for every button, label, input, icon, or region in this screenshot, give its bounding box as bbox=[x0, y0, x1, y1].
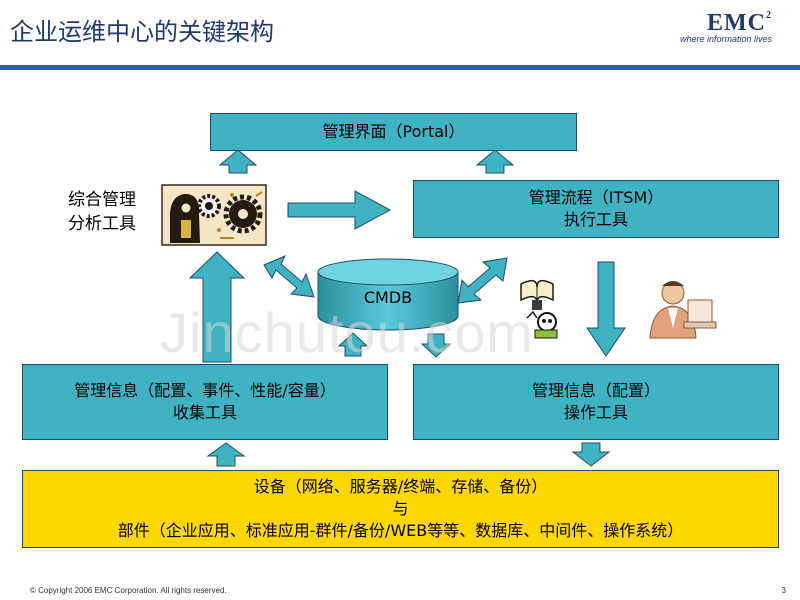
businessman-computer-icon bbox=[649, 281, 717, 339]
arrow-up-right-portal bbox=[475, 149, 515, 174]
arrow-up-left-portal bbox=[218, 149, 258, 174]
logo-superscript: 2 bbox=[766, 10, 772, 21]
reader-icon bbox=[526, 310, 558, 339]
watermark: Jinchutou.com bbox=[160, 301, 535, 364]
operate-box-line2: 操作工具 bbox=[563, 403, 628, 422]
footer-copyright: © Copyright 2006 EMC Corporation. All ri… bbox=[30, 586, 227, 595]
logo-tagline: where information lives bbox=[679, 34, 772, 44]
portal-box-label: 管理界面（Portal） bbox=[322, 122, 465, 141]
header-band bbox=[0, 65, 800, 70]
cmdb-label: CMDB bbox=[363, 288, 413, 307]
analysis-gears-icon bbox=[161, 184, 267, 246]
arrow-analysis-cmdb bbox=[263, 255, 315, 298]
page-title: 企业运维中心的关键架构 bbox=[10, 18, 274, 46]
devices-line2: 与 bbox=[392, 499, 409, 518]
collect-box-line1: 管理信息（配置、事件、性能/容量） bbox=[74, 381, 336, 400]
logo-brand: EMC bbox=[707, 10, 766, 36]
analysis-tool-label: 综合管理 分析工具 bbox=[68, 188, 136, 236]
emc-logo: EMC2 where information lives bbox=[680, 10, 772, 44]
collect-box: 管理信息（配置、事件、性能/容量） 收集工具 bbox=[22, 364, 388, 440]
itsm-box: 管理流程（ITSM） 执行工具 bbox=[413, 180, 779, 238]
arrow-cmdb-down-to-operate bbox=[420, 333, 452, 358]
cmdb-cylinder bbox=[317, 258, 459, 331]
page-number: 3 bbox=[781, 586, 786, 595]
arrow-operate-to-devices bbox=[571, 442, 611, 467]
arrow-cmdb-itsm bbox=[457, 257, 508, 304]
operate-box: 管理信息（配置） 操作工具 bbox=[413, 364, 779, 440]
arrow-collect-to-analysis bbox=[188, 251, 246, 363]
arrow-analysis-to-itsm bbox=[287, 190, 392, 230]
analysis-label-line1: 综合管理 bbox=[68, 190, 136, 210]
arrow-collect-up-to-cmdb bbox=[337, 332, 369, 357]
portal-box: 管理界面（Portal） bbox=[210, 113, 577, 151]
devices-box: 设备（网络、服务器/终端、存储、备份） 与 部件（企业应用、标准应用-群件/备份… bbox=[22, 470, 779, 548]
collect-box-line2: 收集工具 bbox=[172, 403, 237, 422]
book-icon bbox=[520, 279, 554, 310]
devices-line3: 部件（企业应用、标准应用-群件/备份/WEB等等、数据库、中间件、操作系统） bbox=[117, 521, 684, 540]
devices-line1: 设备（网络、服务器/终端、存储、备份） bbox=[253, 477, 548, 496]
analysis-label-line2: 分析工具 bbox=[68, 214, 136, 234]
itsm-box-line1: 管理流程（ITSM） bbox=[528, 188, 664, 207]
arrow-devices-to-collect bbox=[206, 442, 246, 467]
itsm-box-line2: 执行工具 bbox=[563, 210, 628, 229]
operate-box-line1: 管理信息（配置） bbox=[531, 381, 660, 400]
arrow-itsm-to-operate bbox=[586, 261, 626, 357]
